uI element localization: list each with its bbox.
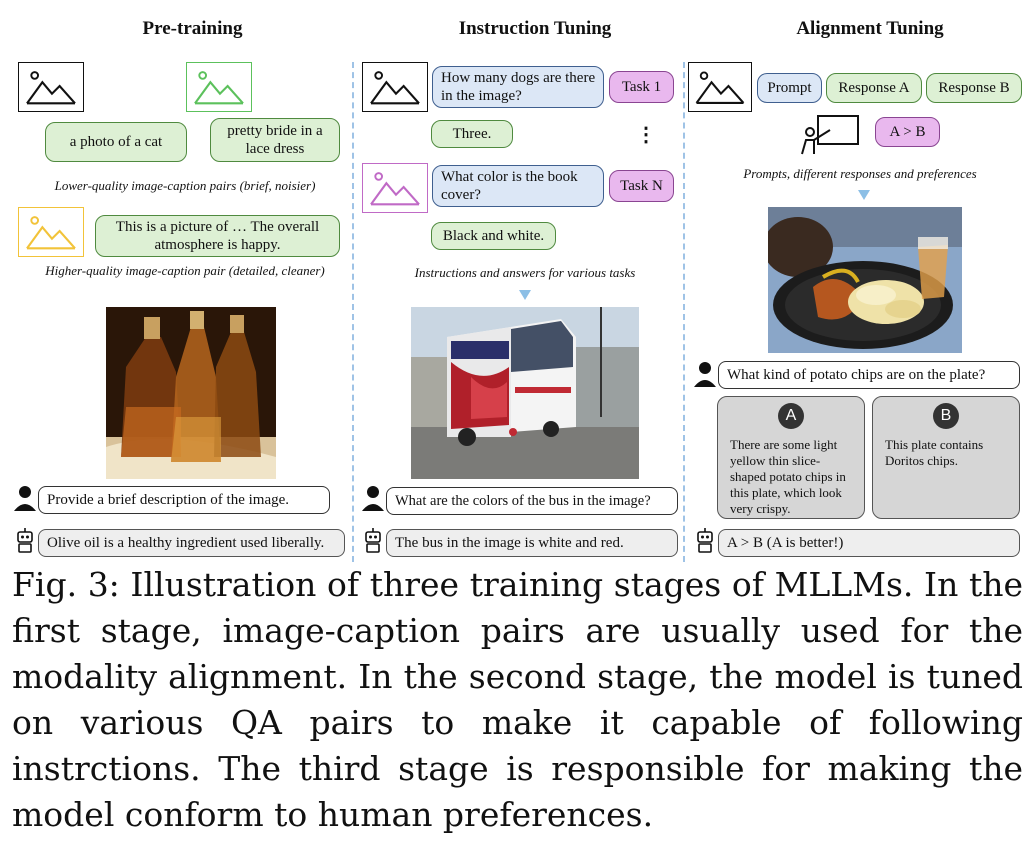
task-n-label: Task N xyxy=(609,170,674,202)
pretraining-title: Pre-training xyxy=(142,18,243,39)
answer-bubble-black-white: Black and white. xyxy=(431,222,556,250)
note-preferences: Prompts, different responses and prefere… xyxy=(743,166,977,181)
question-bubble-book: What color is the book cover? xyxy=(432,165,604,207)
user-icon xyxy=(14,485,36,511)
response-a-text: There are some light yellow thin slice-s… xyxy=(730,437,846,516)
figure-caption: Fig. 3: Illustration of three training s… xyxy=(12,565,1023,834)
robot-icon xyxy=(362,528,384,554)
more-tasks-dots: ⋮ xyxy=(636,124,656,146)
response-a-card: A There are some light yellow thin slice… xyxy=(717,396,865,519)
image-placeholder-icon xyxy=(362,163,428,213)
image-placeholder-icon xyxy=(688,62,752,112)
prompt-box: Prompt xyxy=(757,73,822,103)
badge-a-icon: A xyxy=(778,403,804,429)
task-1-label: Task 1 xyxy=(609,71,674,103)
question-bubble-dogs: How many dogs are there in the image? xyxy=(432,66,604,108)
robot-icon xyxy=(14,528,36,554)
down-arrow-icon xyxy=(519,290,531,300)
divider-right xyxy=(683,62,685,562)
image-placeholder-icon xyxy=(362,62,428,112)
alignment-answer-box: A > B (A is better!) xyxy=(718,529,1020,557)
alignment-tuning-title: Alignment Tuning xyxy=(796,18,944,39)
caption-bubble-detailed: This is a picture of … The overall atmos… xyxy=(95,215,340,257)
food-plate-photo xyxy=(768,207,962,353)
image-placeholder-icon xyxy=(186,62,252,112)
robot-icon xyxy=(694,528,716,554)
preference-label: A > B xyxy=(875,117,940,147)
instruction-answer-box: The bus in the image is white and red. xyxy=(386,529,678,557)
response-b-box: Response B xyxy=(926,73,1022,103)
down-arrow-icon xyxy=(858,190,870,200)
response-a-box: Response A xyxy=(826,73,922,103)
instruction-question-box: What are the colors of the bus in the im… xyxy=(386,487,678,515)
annotator-preference-icon xyxy=(800,112,860,156)
answer-bubble-three: Three. xyxy=(431,120,513,148)
note-higher-quality: Higher-quality image-caption pair (detai… xyxy=(45,263,325,278)
divider-left xyxy=(352,62,354,562)
user-icon xyxy=(694,361,716,387)
note-instructions: Instructions and answers for various tas… xyxy=(414,265,636,280)
instruction-tuning-title: Instruction Tuning xyxy=(458,18,612,39)
caption-bubble-cat: a photo of a cat xyxy=(45,122,187,162)
note-lower-quality: Lower-quality image-caption pairs (brief… xyxy=(54,178,316,193)
response-b-text: This plate contains Doritos chips. xyxy=(885,437,984,468)
caption-bubble-bride: pretty bride in a lace dress xyxy=(210,118,340,162)
bus-photo xyxy=(411,307,639,479)
pretraining-question-box: Provide a brief description of the image… xyxy=(38,486,330,514)
badge-b-icon: B xyxy=(933,403,959,429)
image-placeholder-icon xyxy=(18,62,84,112)
alignment-question-box: What kind of potato chips are on the pla… xyxy=(718,361,1020,389)
image-placeholder-icon xyxy=(18,207,84,257)
user-icon xyxy=(362,485,384,511)
response-b-card: B This plate contains Doritos chips. xyxy=(872,396,1020,519)
olive-oil-bottles-photo xyxy=(106,307,276,479)
pretraining-answer-box: Olive oil is a healthy ingredient used l… xyxy=(38,529,345,557)
